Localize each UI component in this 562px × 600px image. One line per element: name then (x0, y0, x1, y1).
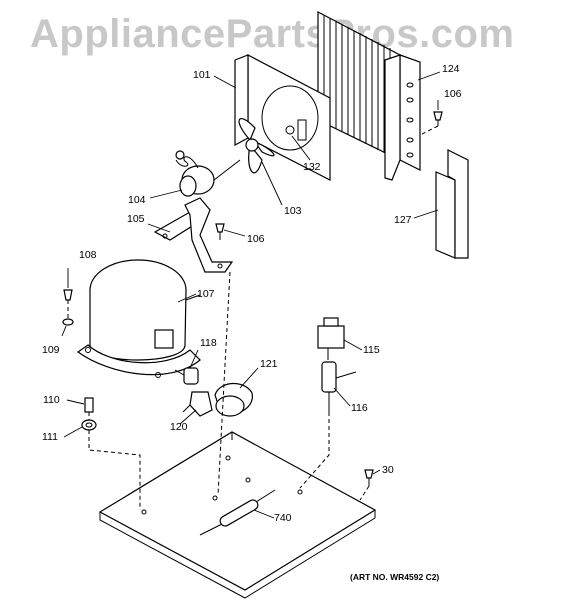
fan-blade (238, 118, 275, 174)
terminal-cover (214, 382, 253, 417)
art-number: (ART NO. WR4592 C2) (350, 572, 439, 582)
callout-132: 132 (303, 161, 321, 173)
grommet-108 (63, 289, 73, 301)
callout-103: 103 (284, 205, 302, 217)
capillary-drier (199, 489, 276, 536)
callout-740: 740 (274, 512, 292, 524)
condenser-bracket (435, 149, 469, 259)
assembly-lines (67, 125, 439, 510)
screw-106-upper (433, 111, 443, 126)
callout-120: 120 (170, 421, 188, 433)
leader-lines (61, 71, 441, 519)
callout-121: 121 (260, 358, 278, 370)
motor-bracket (153, 197, 234, 273)
callout-127: 127 (394, 214, 412, 226)
relay-120 (182, 391, 213, 417)
callout-116: 116 (351, 402, 368, 414)
watermark-logo: AppliancePartsPros.com (30, 12, 515, 56)
sleeve-110 (84, 397, 94, 413)
callout-111: 111 (42, 431, 58, 443)
callout-30: 30 (382, 464, 394, 476)
callout-109: 109 (42, 344, 60, 356)
grommet-111 (81, 419, 97, 431)
screw-30 (364, 469, 374, 486)
solenoid-valve (317, 317, 345, 360)
condenser-coil (317, 11, 421, 181)
callout-101: 101 (193, 69, 211, 81)
callout-105: 105 (127, 213, 145, 225)
valve-body (321, 361, 357, 412)
callout-107: 107 (197, 288, 215, 300)
overload-118 (174, 367, 199, 385)
callout-104: 104 (128, 194, 146, 206)
callout-124: 124 (442, 63, 460, 75)
callout-106-upper: 106 (444, 88, 462, 100)
callout-115: 115 (363, 344, 380, 356)
fan-motor (175, 150, 241, 197)
screw-106-lower (215, 223, 225, 240)
callout-110: 110 (43, 394, 60, 406)
compressor (76, 259, 201, 378)
callout-106-lower: 106 (247, 233, 265, 245)
washer-109 (62, 318, 74, 326)
callout-118: 118 (200, 337, 217, 349)
callout-108: 108 (79, 249, 97, 261)
callouts: 101 124 106 132 104 103 105 106 127 108 … (42, 63, 462, 524)
